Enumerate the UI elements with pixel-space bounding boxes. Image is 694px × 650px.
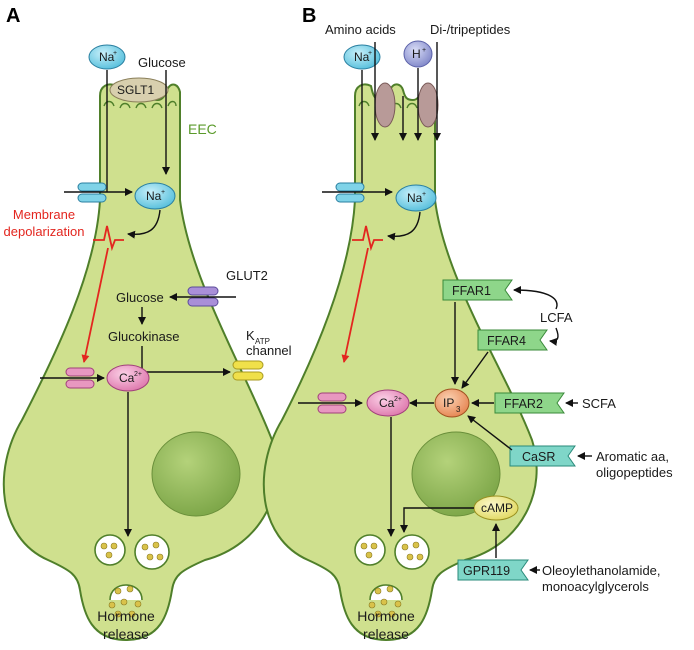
svg-text:2+: 2+ — [394, 396, 402, 403]
ip3-molecule: IP 3 — [434, 388, 470, 418]
arrow-casr-ip3 — [467, 415, 513, 451]
katp-k: K — [246, 328, 255, 343]
svg-text:FFAR1: FFAR1 — [452, 284, 491, 298]
hormone-release-b-2: release — [363, 626, 409, 642]
panel-b: B Amino acids Di-/tripeptides Na + H + — [262, 5, 673, 642]
svg-text:3: 3 — [456, 405, 461, 414]
svg-text:+: + — [113, 50, 117, 57]
svg-text:Na: Na — [354, 50, 370, 64]
na-channel-a — [77, 182, 107, 203]
svg-text:Ca: Ca — [119, 371, 135, 385]
red-arrow-b — [341, 247, 369, 363]
arrow-na-depol — [127, 209, 161, 239]
na-ion-inside-a: Na + — [134, 182, 176, 210]
depolarization-spike-b — [352, 225, 383, 252]
nucleus-a — [151, 431, 241, 517]
svg-text:SGLT1: SGLT1 — [117, 83, 154, 97]
aromatic-label-2: oligopeptides — [596, 465, 673, 480]
depolarization-spike-a — [93, 225, 124, 252]
glucose-inside-label: Glucose — [116, 290, 164, 305]
scfa-label: SCFA — [582, 396, 616, 411]
camp-molecule: cAMP — [473, 495, 519, 521]
depolarization-label-2: depolarization — [4, 224, 85, 239]
hormone-release-a-2: release — [103, 626, 149, 642]
na-ion-top-b: Na + — [343, 44, 381, 70]
peptide-transporter — [417, 82, 439, 128]
ca-ion-b: Ca 2+ — [366, 389, 410, 417]
amino-acids-label: Amino acids — [325, 22, 396, 37]
arrow-camp-granules — [400, 507, 474, 533]
svg-text:Na: Na — [146, 189, 162, 203]
svg-text:+: + — [422, 191, 426, 198]
svg-text:FFAR2: FFAR2 — [504, 397, 543, 411]
eec-label: EEC — [188, 121, 217, 137]
na-ion-top-a: Na + — [88, 44, 126, 70]
katp-channel-label: channel — [246, 343, 292, 358]
katp-sub: ATP — [255, 337, 270, 346]
receptor-ffar4: FFAR4 — [477, 329, 548, 351]
microvilli-a — [103, 100, 177, 109]
ca-channel-a — [65, 367, 95, 389]
na-channel-b — [335, 182, 365, 203]
arrow-na-depol-b — [387, 211, 421, 241]
glucose-top-label: Glucose — [138, 55, 186, 70]
svg-text:IP: IP — [443, 396, 454, 410]
svg-text:FFAR4: FFAR4 — [487, 334, 526, 348]
svg-text:+: + — [368, 50, 372, 57]
aromatic-label-1: Aromatic aa, — [596, 449, 669, 464]
receptor-gpr119: GPR119 — [457, 559, 529, 581]
svg-text:Na: Na — [407, 191, 423, 205]
svg-text:H: H — [412, 47, 421, 61]
di-tripeptides-label: Di-/tripeptides — [430, 22, 511, 37]
hormone-release-a-1: Hormone — [97, 608, 155, 624]
h-ion-top-b: H + — [403, 40, 433, 68]
oleoyl-label-1: Oleoylethanolamide, — [542, 563, 661, 578]
svg-text:GPR119: GPR119 — [463, 564, 510, 578]
panel-b-letter: B — [302, 5, 316, 27]
panel-a-letter: A — [6, 5, 20, 27]
katp-channel — [232, 360, 264, 381]
lcfa-label: LCFA — [540, 310, 573, 325]
granules-a — [94, 534, 170, 618]
glucokinase-label: Glucokinase — [108, 329, 180, 344]
panel-a: A EEC Na + Glucose SGLT1 — [2, 5, 292, 642]
hormone-release-b-1: Hormone — [357, 608, 415, 624]
oleoyl-label-2: monoacylglycerols — [542, 579, 649, 594]
ca-ion-a: Ca 2+ — [106, 364, 150, 392]
depolarization-label-1: Membrane — [13, 207, 75, 222]
arrow-lcfa-ffar4 — [549, 327, 559, 346]
receptor-ffar2: FFAR2 — [494, 392, 565, 414]
svg-text:Ca: Ca — [379, 396, 395, 410]
arrow-lcfa-ffar1 — [513, 286, 558, 310]
aa-transporter — [374, 82, 396, 128]
glut2-transporter — [187, 286, 219, 307]
na-ion-inside-b: Na + — [395, 184, 437, 212]
ca-channel-b — [317, 392, 347, 414]
arrow-ffar4-ip3 — [461, 351, 489, 389]
svg-text:+: + — [161, 189, 165, 196]
nucleus-b — [411, 431, 501, 517]
receptor-casr: CaSR — [509, 445, 576, 467]
glut2-label: GLUT2 — [226, 268, 268, 283]
svg-text:+: + — [422, 47, 426, 54]
receptor-ffar1: FFAR1 — [442, 279, 513, 301]
svg-text:CaSR: CaSR — [522, 450, 555, 464]
sglt1-transporter: SGLT1 — [109, 77, 169, 103]
svg-text:2+: 2+ — [134, 371, 142, 378]
granules-b — [354, 534, 430, 618]
svg-text:cAMP: cAMP — [481, 501, 513, 515]
svg-text:Na: Na — [99, 50, 115, 64]
red-arrow-a — [81, 247, 109, 363]
